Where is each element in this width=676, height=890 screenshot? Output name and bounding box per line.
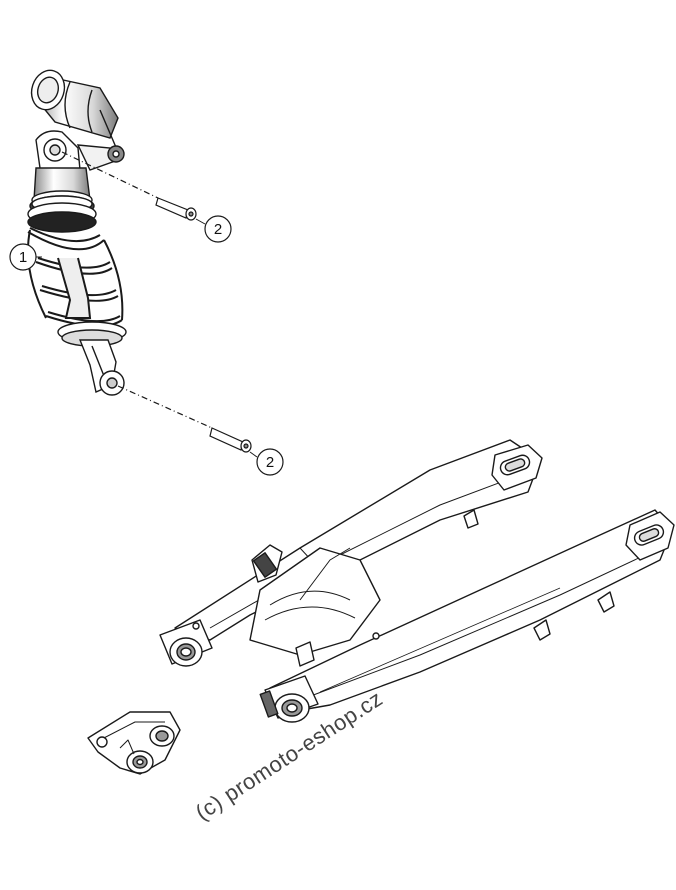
lower-bolt[interactable] — [117, 385, 252, 453]
swingarm-bracket — [463, 509, 479, 529]
svg-text:1: 1 — [19, 249, 27, 266]
callout-1: 1 — [9, 243, 42, 271]
swingarm-bracket — [597, 591, 615, 613]
swingarm-axle-slot-right — [625, 511, 675, 561]
shock-bottom-mount — [57, 321, 127, 396]
upper-leader-line — [61, 151, 159, 199]
swingarm-axle-slot-left — [491, 444, 543, 491]
callout-2-lower: 2 — [249, 448, 284, 476]
swingarm-bracket — [295, 641, 315, 667]
shock-reservoir — [30, 69, 119, 153]
upper-bolt[interactable] — [61, 151, 197, 221]
swingarm-pivot-right — [259, 675, 319, 723]
shock-spring — [27, 227, 124, 328]
lower-leader-line — [117, 385, 213, 429]
shock-body — [27, 167, 97, 233]
shock-absorber[interactable] — [27, 66, 127, 396]
linkage-rocker[interactable] — [87, 711, 181, 775]
swingarm-pivot-left — [159, 619, 213, 667]
callout-2-upper: 2 — [195, 215, 232, 243]
swingarm-cross-brace — [249, 547, 381, 656]
swingarm-bracket — [533, 619, 551, 641]
swingarm-right-arm — [269, 509, 673, 713]
svg-text:2: 2 — [266, 454, 274, 471]
swingarm[interactable] — [159, 439, 675, 723]
svg-text:2: 2 — [214, 221, 222, 238]
swingarm-shock-mount — [251, 544, 283, 583]
